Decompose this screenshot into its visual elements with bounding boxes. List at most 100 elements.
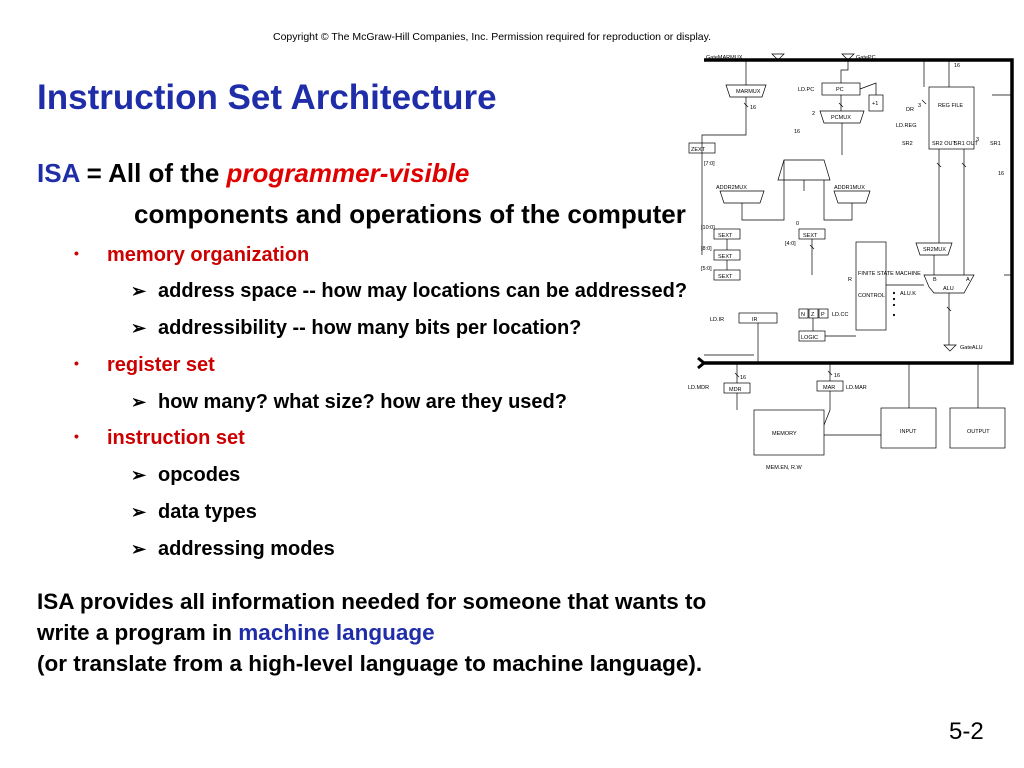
sub-bullet: ➢ opcodes — [131, 464, 240, 487]
diag-label: [10:0] — [701, 225, 715, 231]
diag-label: GateMARMUX — [706, 55, 743, 61]
bullet-item: •instruction set — [74, 427, 245, 449]
sub-bullet: ➢ address space -- how may locations can … — [131, 280, 687, 303]
lc3-datapath-diagram: GateMARMUX GatePC MARMUX LD.PC PC +1 PCM… — [688, 53, 1014, 471]
paragraph-line: write a program in machine language — [37, 617, 706, 648]
diag-label: 16 — [750, 105, 756, 111]
isa-def-prefix: All of the — [108, 158, 220, 188]
diag-label: P — [821, 312, 825, 318]
diag-label: 0 — [796, 221, 799, 227]
diag-label: SR1 OUT — [954, 141, 978, 147]
diag-label: SEXT — [803, 233, 818, 239]
diag-label: R — [848, 277, 852, 283]
isa-definition: ISA = All of the programmer-visible — [37, 158, 469, 189]
diag-label: LOGIC — [801, 335, 818, 341]
diag-label: LD.MDR — [688, 385, 709, 391]
programmer-visible-emphasis: programmer-visible — [226, 158, 470, 188]
diag-label: PCMUX — [831, 115, 851, 121]
sub-bullet-text: data types — [158, 501, 257, 523]
diag-label: CONTROL — [858, 293, 885, 299]
diag-label: N — [801, 312, 805, 318]
diag-label: ZEXT — [691, 147, 706, 153]
diag-label: 16 — [740, 375, 746, 381]
sub-bullet-text: addressing modes — [158, 538, 335, 560]
diag-label: PC — [836, 87, 844, 93]
paragraph-line: ISA provides all information needed for … — [37, 589, 707, 614]
arrow-bullet-icon: ➢ — [131, 502, 147, 522]
bullet-label: instruction set — [107, 427, 245, 449]
slide-title: Instruction Set Architecture — [37, 78, 497, 117]
isa-term: ISA — [37, 158, 80, 188]
diag-label: 3 — [976, 137, 979, 143]
isa-definition-line2: components and operations of the compute… — [134, 199, 686, 229]
diag-label: Z — [811, 312, 815, 318]
sub-bullet-text: how many? what size? how are they used? — [158, 391, 567, 413]
arrow-bullet-icon: ➢ — [131, 318, 147, 338]
diag-label: 16 — [834, 373, 840, 379]
diag-label: A — [966, 277, 970, 283]
diag-label: SR2MUX — [923, 247, 946, 253]
bullet-label: memory organization — [107, 244, 310, 266]
diag-label: REG FILE — [938, 103, 963, 109]
paragraph-text: write a program in — [37, 620, 239, 645]
diag-label: 16 — [998, 171, 1004, 177]
diag-label: ADDR2MUX — [716, 185, 747, 191]
diag-label: INPUT — [900, 429, 917, 435]
diag-label: SEXT — [718, 274, 733, 280]
arrow-bullet-icon: ➢ — [131, 392, 147, 412]
diag-label: SR1 — [990, 141, 1001, 147]
diag-label: +1 — [872, 101, 878, 107]
machine-language-term: machine language — [238, 620, 435, 645]
sub-bullet-text: opcodes — [158, 464, 241, 486]
diag-label: ALU — [943, 286, 954, 292]
diag-label: LD.REG — [896, 123, 916, 129]
diag-label: MAR — [823, 385, 835, 391]
diag-label: SEXT — [718, 254, 733, 260]
diag-label: MARMUX — [736, 89, 761, 95]
sub-bullet: ➢ data types — [131, 501, 257, 524]
bullet-label: register set — [107, 354, 215, 376]
arrow-bullet-icon: ➢ — [131, 539, 147, 559]
diag-label: 3 — [918, 103, 921, 109]
diag-label: 16 — [954, 63, 960, 69]
diag-label: MEMORY — [772, 431, 797, 437]
bullet-item: •memory organization — [74, 244, 310, 266]
diag-label: GateALU — [960, 345, 983, 351]
diag-label: ADDR1MUX — [834, 185, 865, 191]
paragraph-line: (or translate from a high-level language… — [37, 651, 703, 676]
sub-bullet-text: addressibility -- how many bits per loca… — [158, 317, 582, 339]
isa-summary-paragraph: ISA provides all information needed for … — [37, 586, 706, 679]
sub-bullet: ➢ how many? what size? how are they used? — [131, 391, 567, 414]
diag-label: 16 — [794, 129, 800, 135]
copyright-notice: Copyright © The McGraw-Hill Companies, I… — [273, 31, 712, 43]
page-number: 5-2 — [949, 718, 984, 745]
diag-label: [4:0] — [785, 241, 796, 247]
diag-label: SR2 — [902, 141, 913, 147]
diag-label: LD.IR — [710, 317, 724, 323]
diag-label: [8:0] — [701, 246, 712, 252]
diag-label: FINITE STATE MACHINE — [858, 271, 921, 277]
sub-bullet: ➢ addressibility -- how many bits per loc… — [131, 317, 581, 340]
diag-label: ALU.K — [900, 291, 916, 297]
diag-label: DR — [906, 107, 914, 113]
diag-label: MDR — [729, 387, 742, 393]
diag-label: B — [933, 277, 937, 283]
diag-label: IR — [752, 317, 758, 323]
diag-label: [7:0] — [704, 161, 715, 167]
diag-label: MEM.EN, R.W — [766, 465, 803, 471]
isa-equals: = — [86, 158, 102, 188]
sub-bullet: ➢ addressing modes — [131, 538, 335, 561]
diag-label: [5:0] — [701, 266, 712, 272]
bullet-item: •register set — [74, 354, 215, 376]
diag-label: GatePC — [856, 55, 876, 61]
diag-label: SR2 OUT — [932, 141, 956, 147]
diag-label: LD.PC — [798, 87, 814, 93]
diag-label: OUTPUT — [967, 429, 990, 435]
sub-bullet-text: address space -- how may locations can b… — [158, 280, 688, 302]
arrow-bullet-icon: ➢ — [131, 465, 147, 485]
diag-label: SEXT — [718, 233, 733, 239]
diag-label: 2 — [812, 111, 815, 117]
diag-label: LD.CC — [832, 312, 849, 318]
diag-label: LD.MAR — [846, 385, 867, 391]
arrow-bullet-icon: ➢ — [131, 281, 147, 301]
